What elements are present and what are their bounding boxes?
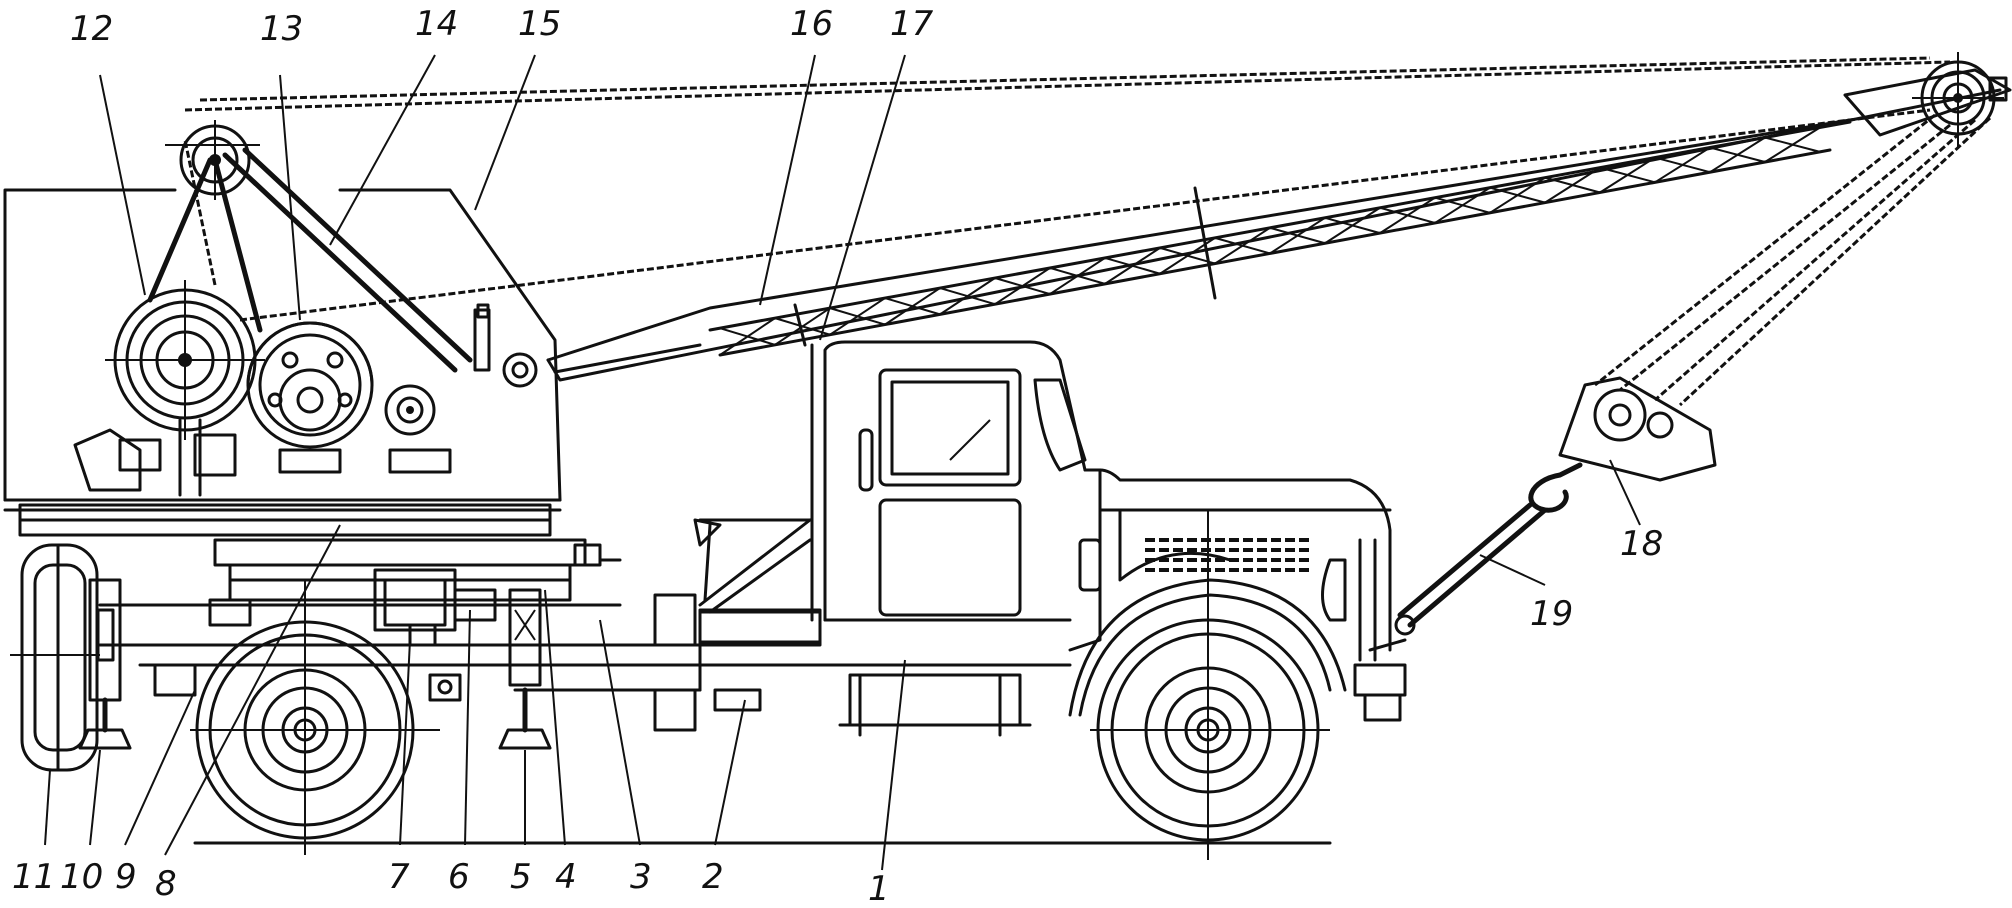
label-11: 11 bbox=[12, 857, 55, 897]
lattice-diagonal bbox=[1544, 176, 1601, 194]
callout-labels: 1 2 3 4 5 6 7 8 9 10 11 12 13 14 15 16 1… bbox=[12, 4, 1663, 908]
hook-block bbox=[1528, 376, 1717, 513]
mast-sheave bbox=[165, 120, 260, 200]
label-19: 19 bbox=[1530, 594, 1573, 634]
label-14: 14 bbox=[415, 4, 458, 44]
boom-lattice bbox=[719, 126, 1821, 356]
lattice-diagonal bbox=[1489, 186, 1546, 204]
label-17: 17 bbox=[890, 4, 934, 44]
label-8: 8 bbox=[155, 864, 177, 904]
fuel-tank bbox=[838, 673, 1032, 737]
label-15: 15 bbox=[518, 4, 561, 44]
lattice-diagonal bbox=[1434, 196, 1491, 214]
leader-lines bbox=[44, 54, 1641, 871]
front-fender bbox=[1068, 578, 1347, 717]
front-wheel bbox=[1090, 510, 1330, 860]
lattice-diagonal bbox=[1764, 136, 1821, 153]
label-18: 18 bbox=[1620, 524, 1663, 564]
label-3: 3 bbox=[630, 857, 652, 897]
boom-tip-sheave bbox=[1912, 52, 2004, 148]
truck-cab bbox=[693, 340, 1102, 652]
front-outrigger bbox=[498, 588, 552, 750]
lattice-diagonal bbox=[719, 327, 776, 346]
label-4: 4 bbox=[555, 857, 577, 897]
boom bbox=[546, 68, 2012, 382]
label-16: 16 bbox=[790, 4, 833, 44]
label-13: 13 bbox=[260, 9, 303, 49]
hinge-pulley bbox=[473, 303, 538, 388]
lattice-diagonal bbox=[1049, 267, 1106, 285]
label-5: 5 bbox=[510, 857, 532, 897]
chassis-frame bbox=[98, 593, 1072, 732]
lattice-diagonal bbox=[829, 307, 886, 326]
load-ropes bbox=[1594, 113, 1992, 407]
lattice-diagonal bbox=[774, 317, 831, 336]
label-7: 7 bbox=[388, 857, 410, 897]
a-frame bbox=[147, 147, 473, 373]
lattice-diagonal bbox=[1599, 166, 1656, 184]
lattice-diagonal bbox=[994, 277, 1051, 296]
label-9: 9 bbox=[115, 857, 137, 897]
label-12: 12 bbox=[70, 9, 113, 49]
lattice-diagonal bbox=[1104, 256, 1161, 275]
engine-hood bbox=[1078, 468, 1407, 722]
lattice-diagonal bbox=[1379, 206, 1436, 224]
lattice-diagonal bbox=[1159, 246, 1216, 265]
label-10: 10 bbox=[60, 857, 103, 897]
rear-wheel bbox=[190, 580, 440, 855]
swing-drive bbox=[373, 568, 517, 702]
spare-wheel bbox=[10, 543, 100, 772]
lattice-diagonal bbox=[1709, 146, 1766, 163]
lattice-diagonal bbox=[1269, 226, 1326, 245]
small-pulley bbox=[384, 384, 436, 436]
label-2: 2 bbox=[702, 857, 724, 897]
winch-drum bbox=[105, 280, 265, 440]
control-levers bbox=[73, 418, 452, 497]
boom-hoist-ropes bbox=[183, 56, 1951, 322]
crane-cab-housing bbox=[3, 188, 562, 537]
lattice-diagonal bbox=[1324, 216, 1381, 235]
lattice-diagonal bbox=[1654, 156, 1711, 174]
lattice-diagonal bbox=[1214, 236, 1271, 255]
lattice-diagonal bbox=[884, 297, 941, 316]
tow-bar bbox=[1394, 502, 1548, 636]
lattice-diagonal bbox=[939, 287, 996, 306]
label-1: 1 bbox=[868, 869, 890, 908]
label-6: 6 bbox=[448, 857, 470, 897]
gear-drive bbox=[246, 321, 374, 449]
